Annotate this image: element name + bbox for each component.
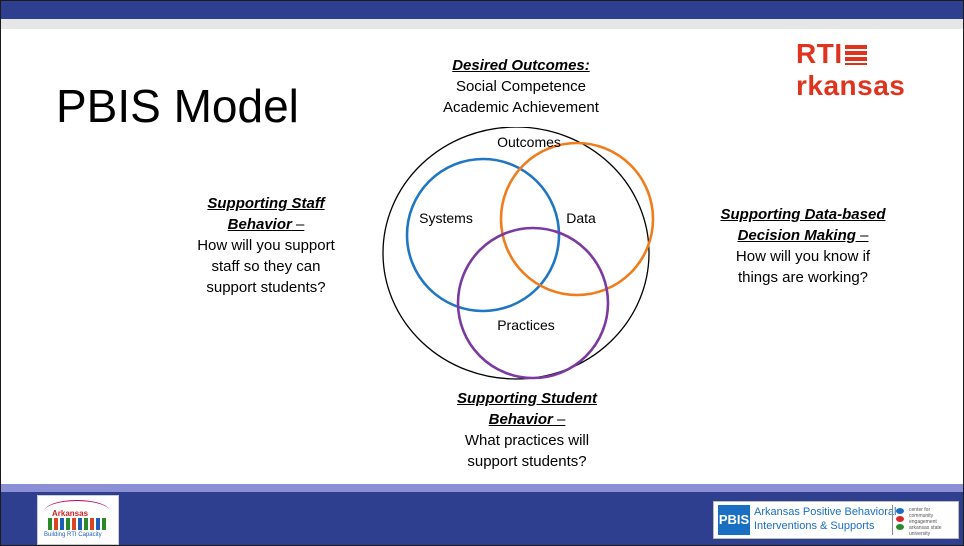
practices-label: Practices	[497, 317, 555, 333]
outcomes-label: Outcomes	[497, 134, 561, 150]
staff-line-2: staff so they can	[211, 258, 321, 275]
student-heading-line1: Supporting Student	[457, 390, 597, 407]
student-heading-behavior: Behavior	[488, 411, 553, 428]
staff-heading-dash: –	[291, 216, 305, 233]
flag-a-icon	[844, 45, 867, 65]
data-heading-dash: –	[855, 227, 869, 244]
top-banner	[1, 1, 963, 19]
desired-outcomes-heading: Desired Outcomes:	[452, 57, 590, 74]
logo-text-arkansas: rkansas	[796, 70, 906, 101]
student-heading-line2: Behavior –	[417, 409, 637, 430]
data-circle	[499, 141, 655, 297]
outer-circle	[382, 127, 650, 380]
pbis-mark-icon: PBIS	[718, 505, 750, 535]
staff-line-1: How will you support	[197, 237, 335, 254]
cce-dot-blue	[896, 508, 904, 514]
data-heading-line2: Decision Making –	[673, 225, 933, 246]
staff-heading-line1: Supporting Staff	[207, 195, 325, 212]
supporting-staff-block: Supporting Staff Behavior – How will you…	[151, 193, 381, 298]
arkansas-pbis-logo: PBIS Arkansas Positive Behavioral Interv…	[713, 501, 959, 539]
cce-line-1: center for	[909, 507, 931, 513]
footer-accent-strip	[1, 484, 963, 492]
pbis-logo-line2: Interventions & Supports	[754, 520, 875, 532]
pbis-logo-text: Arkansas Positive Behavioral Interventio…	[754, 505, 896, 533]
pbis-logo-line1: Arkansas Positive Behavioral	[754, 506, 897, 518]
staff-heading-line2: Behavior –	[151, 214, 381, 235]
staff-heading-behavior: Behavior	[227, 216, 292, 233]
logo-arc-icon	[44, 500, 110, 523]
data-line-2: things are working?	[737, 269, 869, 286]
data-heading-decision: Decision Making	[737, 227, 856, 244]
cce-line-2: community	[909, 513, 934, 519]
student-heading-dash: –	[552, 411, 566, 428]
desired-outcome-1: Social Competence	[455, 78, 587, 95]
data-line-1: How will you know if	[735, 248, 871, 265]
practices-circle	[456, 226, 610, 380]
cce-line-5: university	[909, 531, 931, 537]
supporting-student-block: Supporting Student Behavior – What pract…	[417, 388, 637, 472]
logo-text-rti: RTI	[796, 38, 843, 69]
cce-dot-green	[896, 524, 904, 530]
staff-line-3: support students?	[206, 279, 326, 296]
cce-text: center for community engagement arkansas…	[909, 507, 942, 537]
desired-outcome-2: Academic Achievement	[443, 99, 599, 116]
rti-arkansas-logo: RTIrkansas	[796, 38, 963, 102]
supporting-data-block: Supporting Data-based Decision Making – …	[673, 204, 933, 288]
cce-logo: center for community engagement arkansas…	[892, 505, 955, 537]
spdg-arkansas-logo: Arkansas Building RTI Capacity	[37, 495, 119, 545]
cce-dots-icon	[896, 508, 906, 532]
data-label: Data	[566, 210, 596, 226]
people-figures-icon	[48, 518, 106, 530]
top-accent-strip	[1, 19, 963, 29]
data-heading-line1: Supporting Data-based	[720, 206, 886, 223]
systems-label: Systems	[419, 210, 473, 226]
left-logo-caption: Building RTI Capacity	[44, 532, 102, 538]
desired-outcomes-block: Desired Outcomes: Social Competence Acad…	[421, 55, 621, 118]
cce-dot-red	[896, 516, 904, 522]
cce-line-4: arkansas state	[909, 525, 942, 531]
student-line-2: support students?	[467, 453, 587, 470]
systems-circle	[405, 157, 561, 313]
left-logo-word: Arkansas	[52, 509, 89, 518]
pbis-venn-diagram: Outcomes Systems Data Practices	[382, 127, 655, 380]
student-line-1: What practices will	[464, 432, 590, 449]
cce-line-3: engagement	[909, 519, 937, 525]
slide-title: PBIS Model	[56, 80, 299, 132]
